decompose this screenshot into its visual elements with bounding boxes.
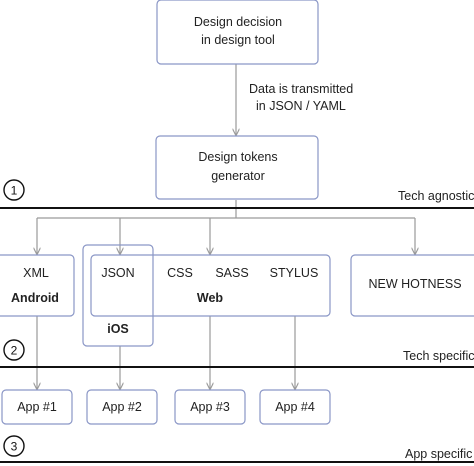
app-1-label: App #1 (17, 400, 57, 414)
web-box (90, 254, 331, 317)
layer-3-label: App specific (405, 447, 472, 461)
tokens-generator-line-1: Design tokens (198, 150, 277, 164)
web-format-sass: SASS (215, 266, 248, 280)
layer-1-label: Tech agnostic (398, 189, 474, 203)
app-4-label: App #4 (275, 400, 315, 414)
app-2-box (86, 389, 158, 425)
design-decision-line-1: Design decision (194, 15, 282, 29)
app-2-label: App #2 (102, 400, 142, 414)
layer-2-number: 2 (11, 344, 18, 358)
android-platform: Android (11, 291, 59, 305)
design-decision-box (156, 0, 319, 65)
new-hotness-label: NEW HOTNESS (368, 277, 461, 291)
transmit-note-line-1: Data is transmitted (249, 82, 353, 96)
app-4-box (259, 389, 331, 425)
app-3-box (174, 389, 246, 425)
ios-platform: iOS (107, 322, 129, 336)
ios-format: JSON (101, 266, 134, 280)
layer-1-marker (3, 179, 25, 201)
layer-3-number: 3 (11, 440, 18, 454)
layer-2-label: Tech specific (403, 349, 474, 363)
app-1-box (1, 389, 73, 425)
layer-2-marker (3, 339, 25, 361)
web-platform: Web (197, 291, 224, 305)
android-box (0, 254, 75, 317)
app-3-label: App #3 (190, 400, 230, 414)
layer-1-number: 1 (11, 184, 18, 198)
tokens-generator-line-2: generator (211, 169, 265, 183)
android-format: XML (23, 266, 49, 280)
transmit-note-line-2: in JSON / YAML (256, 99, 346, 113)
tokens-generator-box (155, 135, 319, 200)
new-hotness-box (350, 254, 474, 317)
web-format-css: CSS (167, 266, 193, 280)
ios-box (82, 244, 154, 347)
design-decision-line-2: in design tool (201, 33, 275, 47)
layer-3-marker (3, 435, 25, 457)
web-format-stylus: STYLUS (270, 266, 319, 280)
